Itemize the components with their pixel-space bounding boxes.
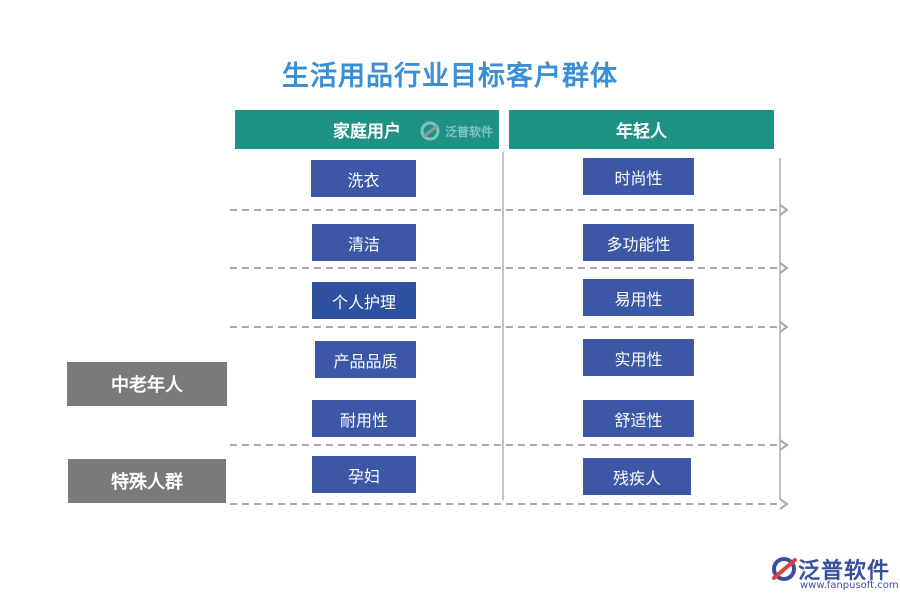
item-product-quality: 产品品质	[315, 341, 416, 378]
diagram-title: 生活用品行业目标客户群体	[282, 61, 618, 92]
item-multifunction: 多功能性	[583, 224, 694, 261]
arrow-head-icon	[779, 262, 789, 274]
arrow-head-icon	[779, 498, 789, 510]
item-practicality: 实用性	[583, 339, 694, 376]
item-laundry: 洗衣	[311, 160, 416, 197]
item-cleaning: 清洁	[312, 224, 416, 261]
brand-logo-icon	[772, 557, 797, 581]
arrow-head-icon	[779, 321, 789, 333]
brand-url: www.fanpusoft.com	[800, 580, 899, 591]
item-pregnant-women: 孕妇	[312, 456, 416, 493]
side-label-special-groups: 特殊人群	[68, 459, 226, 503]
item-durability: 耐用性	[312, 400, 416, 437]
item-personal-care: 个人护理	[312, 282, 416, 319]
column-header-young-people: 年轻人	[509, 110, 774, 149]
arrow-head-icon	[779, 204, 789, 216]
item-comfort: 舒适性	[583, 400, 694, 437]
brand-name: 泛普软件	[798, 559, 891, 584]
arrow-head-icon	[779, 439, 789, 451]
item-ease-of-use: 易用性	[583, 279, 694, 316]
item-disabled-people: 残疾人	[583, 458, 691, 495]
side-label-elderly: 中老年人	[67, 362, 227, 406]
brand-logo: 泛普软件 www.fanpusoft.com	[770, 552, 899, 596]
column-header-family-users: 家庭用户	[235, 110, 499, 149]
item-fashion: 时尚性	[583, 158, 694, 195]
